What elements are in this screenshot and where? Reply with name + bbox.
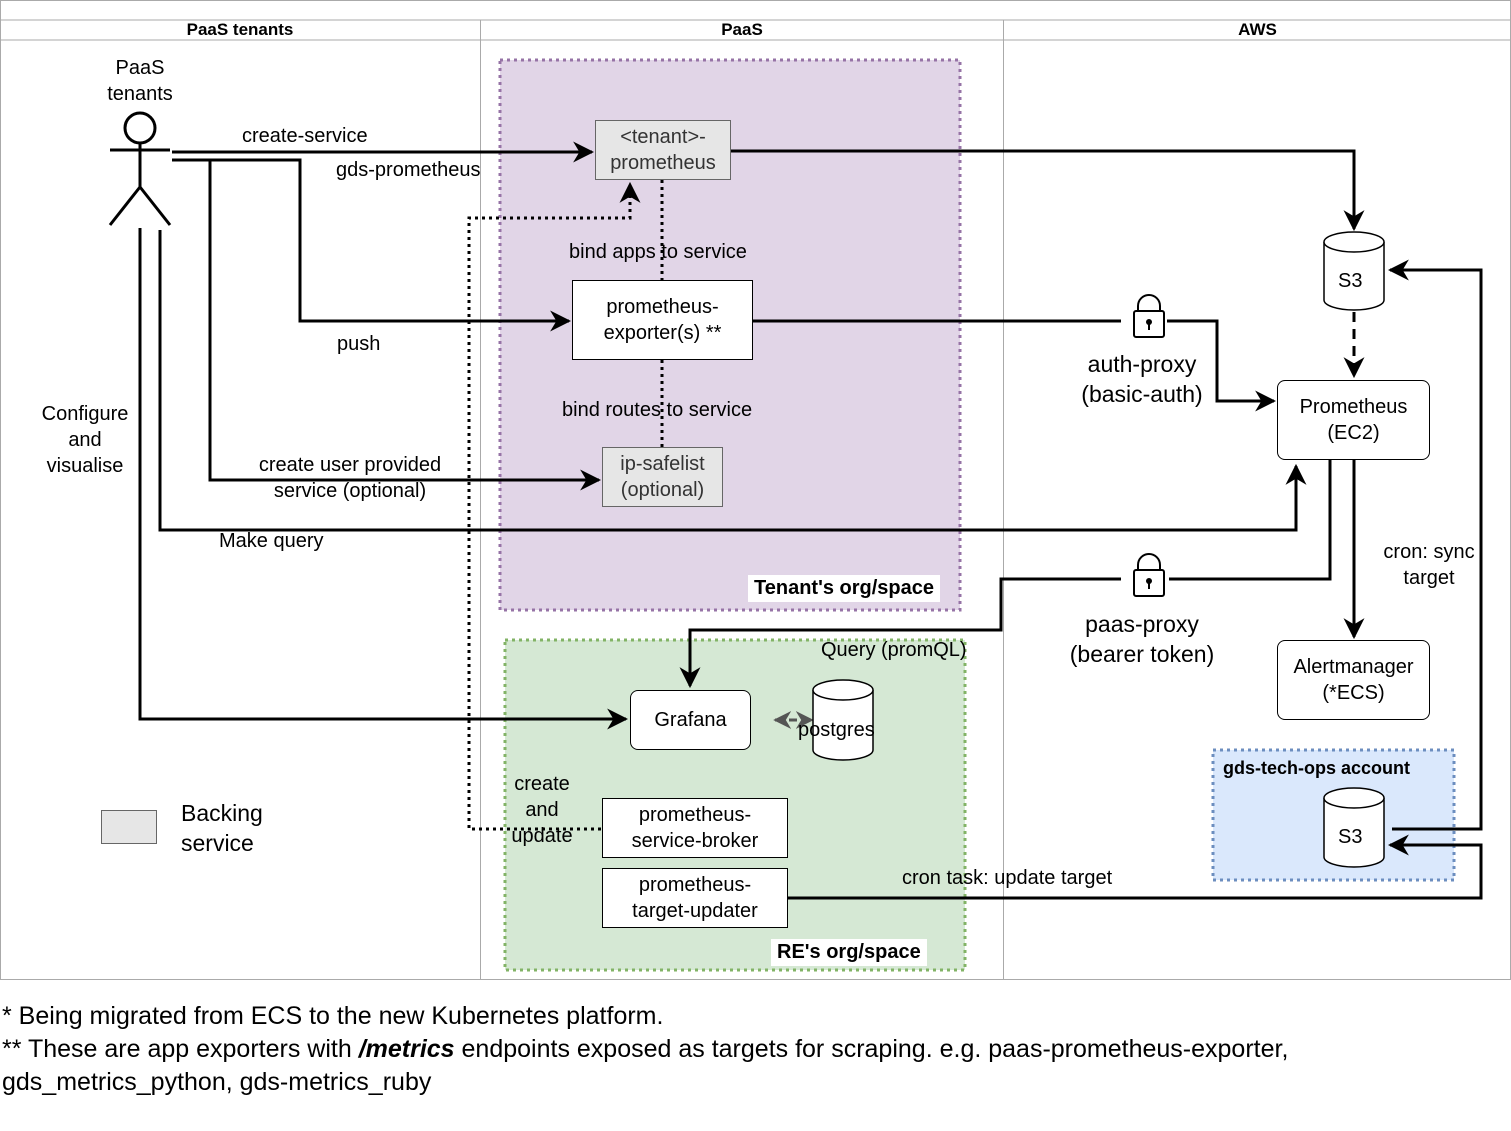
grafana-node[interactable]: Grafana (630, 690, 751, 750)
bind-routes-label: bind routes to service (562, 399, 753, 421)
lock-icon (1133, 294, 1165, 338)
footnote-2-emphasis: /metrics (358, 1035, 455, 1063)
footnote-2: ** These are app exporters with /metrics… (2, 1033, 1288, 1066)
legend-label: Backing service (181, 800, 263, 856)
push-label: push (337, 333, 381, 355)
lane-header-tenants: PaaS tenants (186, 20, 294, 39)
service-broker-node[interactable]: prometheus- service-broker (602, 798, 788, 858)
lane-header-aws: AWS (1238, 20, 1277, 39)
make-query-label: Make query (219, 530, 324, 552)
cron-task-label: cron task: update target (902, 867, 1113, 889)
database-icon (812, 679, 874, 761)
connectors (138, 141, 1483, 900)
gds-prometheus-label: gds-prometheus (336, 159, 481, 181)
actor-label: PaaS tenants (107, 57, 173, 105)
paas-proxy-label: paas-proxy (bearer token) (1069, 611, 1215, 667)
stick-figure-icon (108, 111, 172, 226)
re-space-title: RE's org/space (771, 939, 927, 966)
database-icon (1323, 787, 1385, 868)
prometheus-ec2-node[interactable]: Prometheus (EC2) (1277, 380, 1430, 460)
footnote-3: gds_metrics_python, gds-metrics_ruby (2, 1068, 432, 1096)
create-user-provided-label: create user provided service (optional) (258, 454, 442, 502)
lock-icon (1133, 553, 1165, 597)
auth-proxy-label: auth-proxy (basic-auth) (1081, 351, 1203, 407)
cron-sync-label: cron: sync target (1383, 541, 1475, 589)
exporters-node[interactable]: prometheus- exporter(s) ** (572, 280, 753, 360)
footnote-2-prefix: ** These are app exporters with (2, 1035, 359, 1063)
footnote-1: * Being migrated from ECS to the new Kub… (2, 1002, 664, 1030)
footnote-2-suffix: endpoints exposed as targets for scrapin… (454, 1035, 1289, 1063)
tenant-prometheus-node[interactable]: <tenant>- prometheus (595, 120, 731, 180)
configure-label: Configure and visualise (41, 403, 129, 477)
s3-top-label: S3 (1338, 270, 1363, 292)
s3-bottom-label: S3 (1338, 826, 1363, 848)
target-updater-node[interactable]: prometheus- target-updater (602, 868, 788, 928)
create-service-label: create-service (242, 125, 368, 147)
tech-ops-title: gds-tech-ops account (1223, 758, 1411, 778)
ip-safelist-node[interactable]: ip-safelist (optional) (602, 447, 723, 507)
query-promql-label: Query (promQL) (821, 639, 967, 661)
tenant-space-title: Tenant's org/space (748, 575, 940, 602)
legend-swatch (101, 810, 157, 844)
database-icon (1323, 231, 1385, 311)
bind-apps-label: bind apps to service (569, 241, 747, 263)
postgres-label: postgres (798, 719, 875, 741)
create-update-label: create and update (511, 773, 573, 847)
dotted-edges (467, 180, 664, 831)
alertmanager-node[interactable]: Alertmanager (*ECS) (1277, 640, 1430, 720)
lane-header-paas: PaaS (721, 20, 763, 39)
